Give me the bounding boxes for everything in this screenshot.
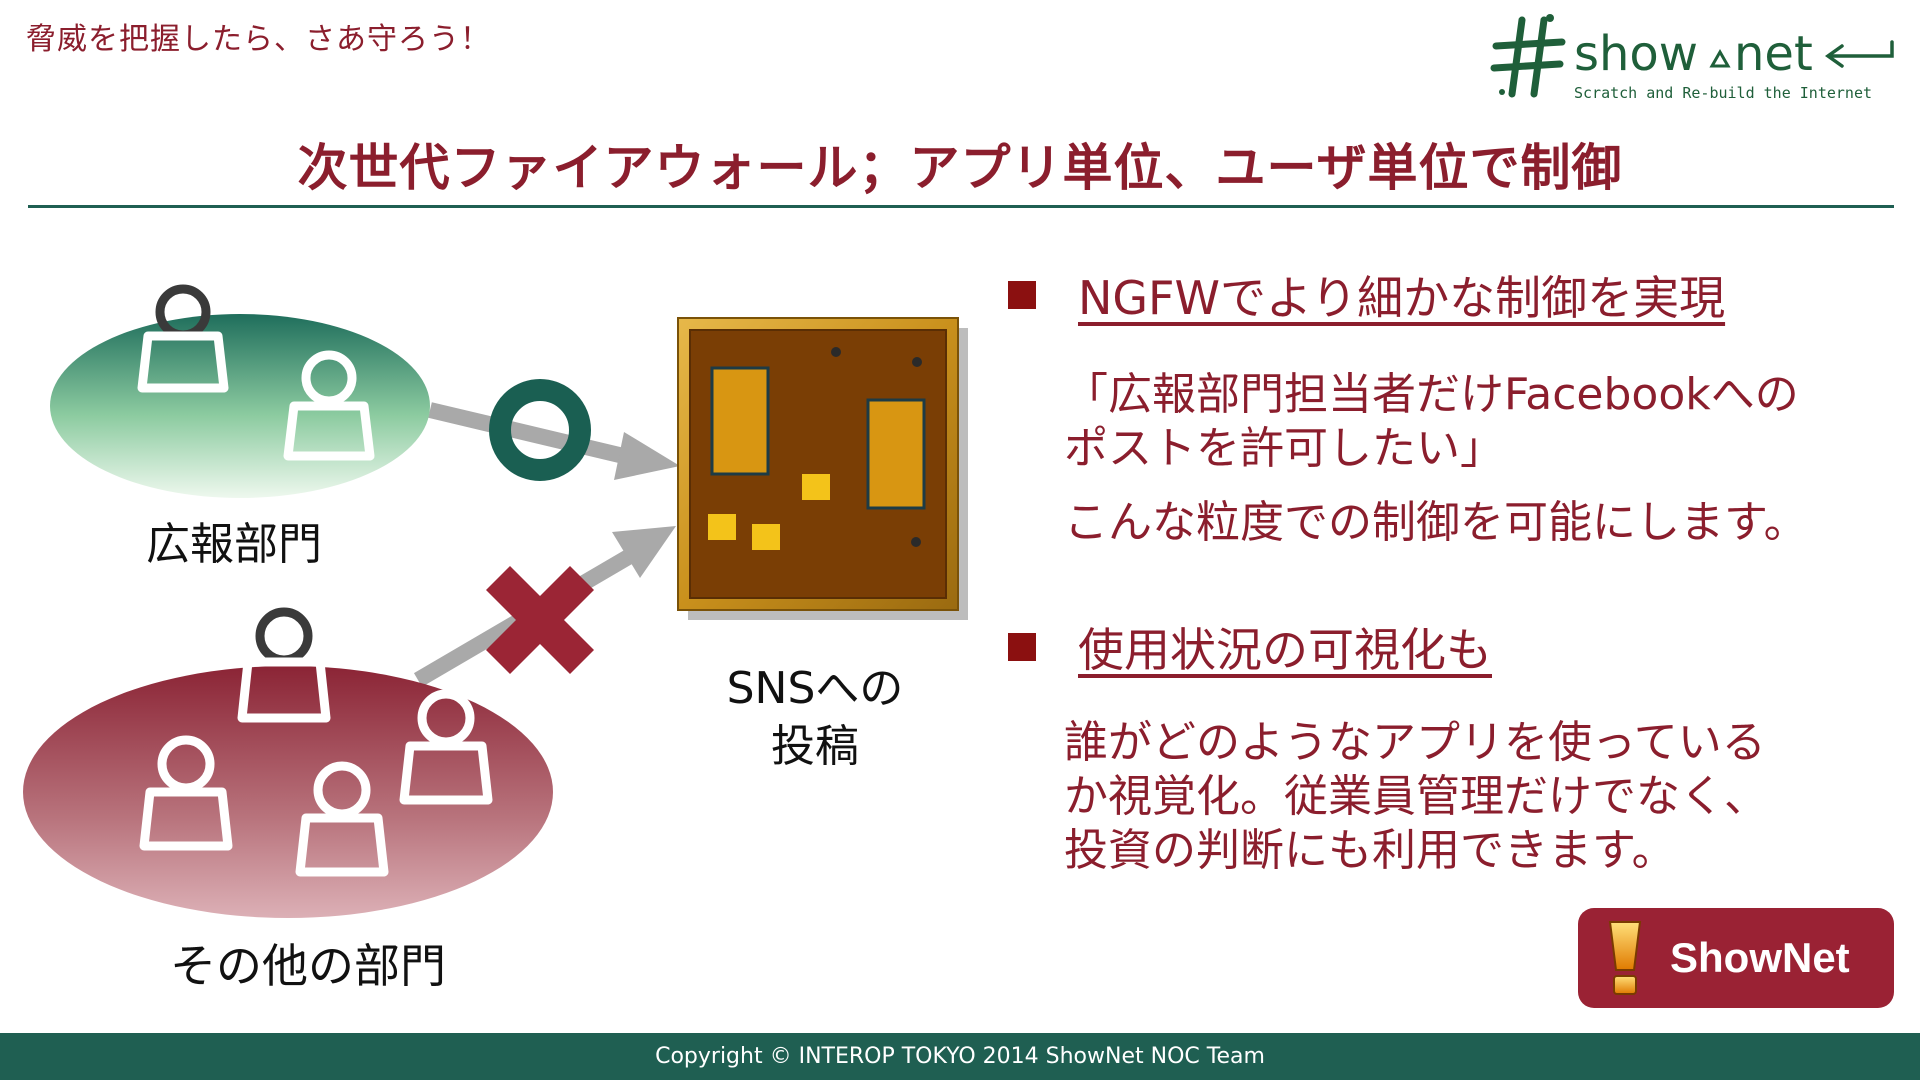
person-icon (139, 735, 233, 851)
bullet-paragraph: 誰がどのようなアプリを使っている か視覚化。従業員管理だけでなく、 投資の判断に… (1064, 716, 1768, 878)
bullet-heading: 使用状況の可視化も (1078, 623, 1492, 677)
paragraph-line: ポストを許可したい」 (1064, 423, 1504, 474)
logo-brand-suffix: net (1734, 26, 1813, 82)
person-icon (137, 284, 229, 393)
footer-copyright: Copyright © INTEROP TOKYO 2014 ShowNet N… (0, 1033, 1920, 1080)
pr-department-label: 広報部門 (146, 519, 322, 570)
bullet-heading: NGFWでより細かな制御を実現 (1078, 271, 1726, 325)
person-icon (295, 761, 389, 877)
badge-label: ShowNet (1670, 934, 1850, 981)
bullet-marker (1008, 281, 1036, 309)
bullet-item: 使用状況の可視化も (1008, 614, 1492, 680)
other-department-label: その他の部門 (170, 939, 446, 993)
title-divider (28, 205, 1894, 208)
bullet-marker (1008, 633, 1036, 661)
paragraph-line: か視覚化。従業員管理だけでなく、 (1064, 771, 1768, 822)
hash-icon (1490, 16, 1566, 98)
shownet-logo: show net Scratch and Re-build the Intern… (1490, 14, 1894, 102)
person-icon (237, 607, 331, 723)
slide-title: 次世代ファイアウォール；アプリ単位、ユーザ単位で制御 (297, 139, 1623, 197)
pr-department-group (50, 284, 430, 498)
logo-tagline: Scratch and Re-build the Internet (1574, 84, 1872, 102)
logo-brand-name: show (1574, 26, 1698, 82)
bullet-item: NGFWでより細かな制御を実現 (1008, 262, 1725, 328)
paragraph-line: 「広報部門担当者だけFacebookへの (1064, 369, 1799, 420)
bulletin-board-icon (677, 317, 968, 620)
sns-post-label-line2: 投稿 (771, 721, 859, 772)
header-tagline: 脅威を把握したら、さあ守ろう！ (26, 22, 491, 57)
paragraph-line: 投資の判断にも利用できます。 (1064, 825, 1676, 876)
person-icon (399, 689, 493, 805)
other-department-group (23, 607, 553, 918)
allow-arrow (428, 402, 680, 480)
circle-allow-icon (489, 379, 591, 481)
sns-post-label: SNSへの 投稿 (700, 660, 930, 776)
exclamation-icon (1608, 921, 1642, 995)
return-arrow-icon (1824, 40, 1894, 68)
bullet-paragraph: こんな粒度での制御を可能にします。 (1064, 496, 1808, 550)
access-control-diagram (23, 284, 968, 918)
paragraph-line: こんな粒度での制御を可能にします。 (1064, 497, 1808, 548)
paragraph-line: 誰がどのようなアプリを使っている (1064, 717, 1766, 768)
cross-deny-icon (486, 566, 594, 674)
sns-post-label-line1: SNSへの (726, 663, 904, 714)
shownet-badge: ShowNet (1578, 908, 1894, 1008)
bullet-paragraph: 「広報部門担当者だけFacebookへの ポストを許可したい」 (1064, 368, 1799, 476)
person-icon (283, 350, 375, 461)
